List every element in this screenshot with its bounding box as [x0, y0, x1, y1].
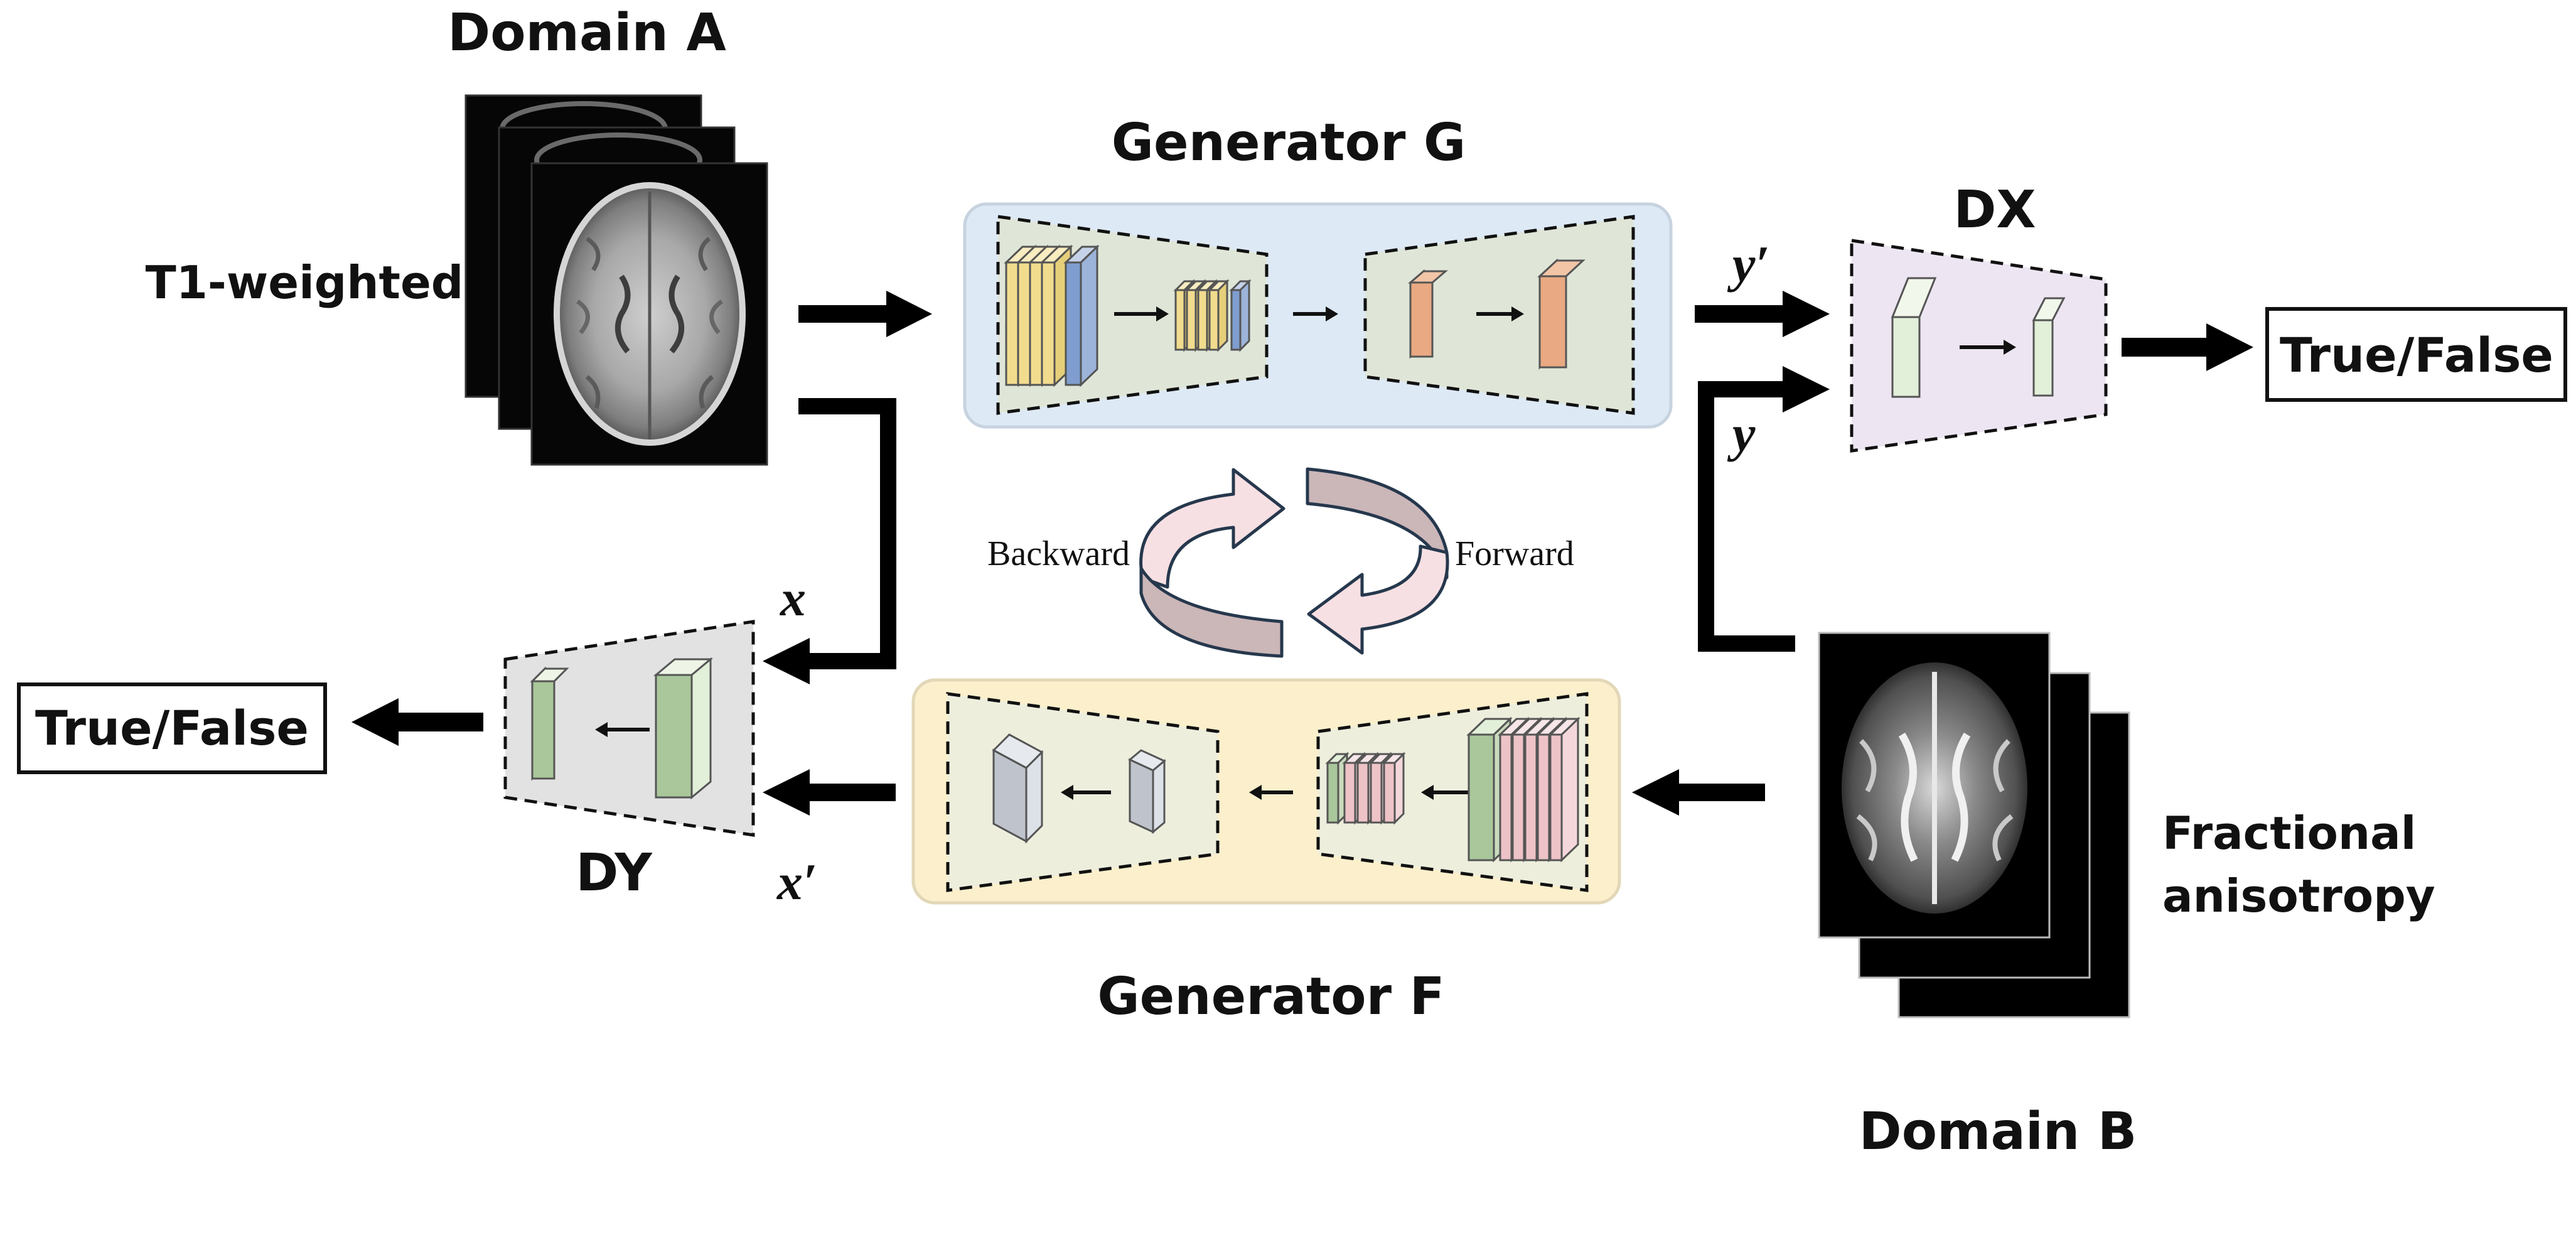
cycle-consistency-icon	[1139, 467, 1449, 658]
t1-image-stack	[464, 94, 768, 466]
generator-g-arrowhead-2	[1326, 306, 1338, 321]
generator-g-decoder-layer-small	[1407, 269, 1449, 359]
disc-x-title: DX	[1953, 180, 2036, 240]
disc-y-output-label: True/False	[35, 700, 309, 756]
domain-b-modality-line1: Fractional	[2162, 807, 2416, 860]
generator-f-decoder-layer-large	[992, 733, 1044, 844]
blue-layer	[1063, 244, 1100, 387]
domain-b-modality-line2: anisotropy	[2162, 870, 2435, 922]
disc-y-output-box	[17, 682, 327, 774]
arrowhead-b-to-f	[1632, 769, 1679, 816]
arrowhead-dy-to-output	[352, 698, 399, 746]
disc-x-output-label: True/False	[2280, 327, 2553, 383]
generator-f-arrowhead-1	[1061, 785, 1073, 800]
generator-f-arrowhead-2	[1249, 785, 1262, 800]
generator-g-arrowhead-3	[1511, 306, 1524, 321]
generator-f-decoder-layer-small	[1128, 749, 1166, 834]
cycle-backward-label: Backward	[987, 534, 1130, 573]
generator-g-decoder-layer-large	[1537, 258, 1586, 370]
arrowhead-f-to-dy	[763, 769, 810, 816]
flow-arrows	[352, 291, 2253, 816]
generator-g-arrowhead-1	[1156, 306, 1169, 321]
cycle-pink-arrow-bottom	[1307, 544, 1449, 655]
arrowhead-a-to-dy	[763, 638, 810, 684]
fa-image-stack	[1818, 632, 2130, 1018]
generator-f-encoder-layers-small	[1325, 752, 1406, 825]
generator-f-encoder-layers-large	[1466, 716, 1580, 863]
arrowhead-a-to-g	[886, 291, 932, 337]
arrow-b-to-dx	[1698, 381, 1795, 652]
disc-y-title: DY	[576, 843, 653, 903]
cycle-pink-arrow-top	[1139, 468, 1285, 589]
signal-y-prime: y′	[1727, 235, 1769, 293]
disc-x-layer-small	[2032, 297, 2066, 397]
arrowhead-b-to-dx	[1783, 366, 1830, 413]
domain-a-title: Domain A	[448, 3, 726, 63]
disc-y-arrowhead	[595, 722, 608, 737]
signal-y: y	[1727, 405, 1756, 462]
arrowhead-dx-to-output	[2206, 323, 2253, 371]
generator-f-title: Generator F	[1097, 967, 1444, 1027]
generator-g-title: Generator G	[1112, 113, 1466, 173]
disc-x-output-box	[2265, 307, 2567, 402]
pink-layer	[1548, 716, 1580, 863]
disc-y-layer-small	[530, 666, 569, 781]
blue-layer	[1229, 279, 1252, 352]
generator-g-encoder-layers-small	[1173, 279, 1252, 352]
disc-x-arrowhead	[2004, 340, 2016, 355]
disc-y-layer-large	[653, 657, 714, 800]
cycle-forward-label: Forward	[1455, 534, 1574, 573]
signal-x-prime: x′	[776, 853, 817, 910]
arrowhead-g-to-dx	[1783, 291, 1830, 337]
arrow-a-to-dy	[798, 398, 896, 669]
generator-g-encoder-layers-large	[1004, 244, 1100, 387]
t1-brain-image	[554, 182, 746, 446]
domain-a-modality-label: T1-weighted	[146, 256, 464, 309]
disc-x-layer-large	[1891, 277, 1937, 398]
yellow-layer	[1207, 279, 1230, 352]
signal-x: x	[780, 569, 806, 627]
pink-layer	[1382, 752, 1406, 825]
domain-b-title: Domain B	[1859, 1102, 2137, 1162]
generator-f-arrowhead-3	[1421, 785, 1434, 800]
fa-brain-image	[1842, 662, 2027, 914]
cycle-brown-arrow-bottom	[1139, 566, 1284, 658]
